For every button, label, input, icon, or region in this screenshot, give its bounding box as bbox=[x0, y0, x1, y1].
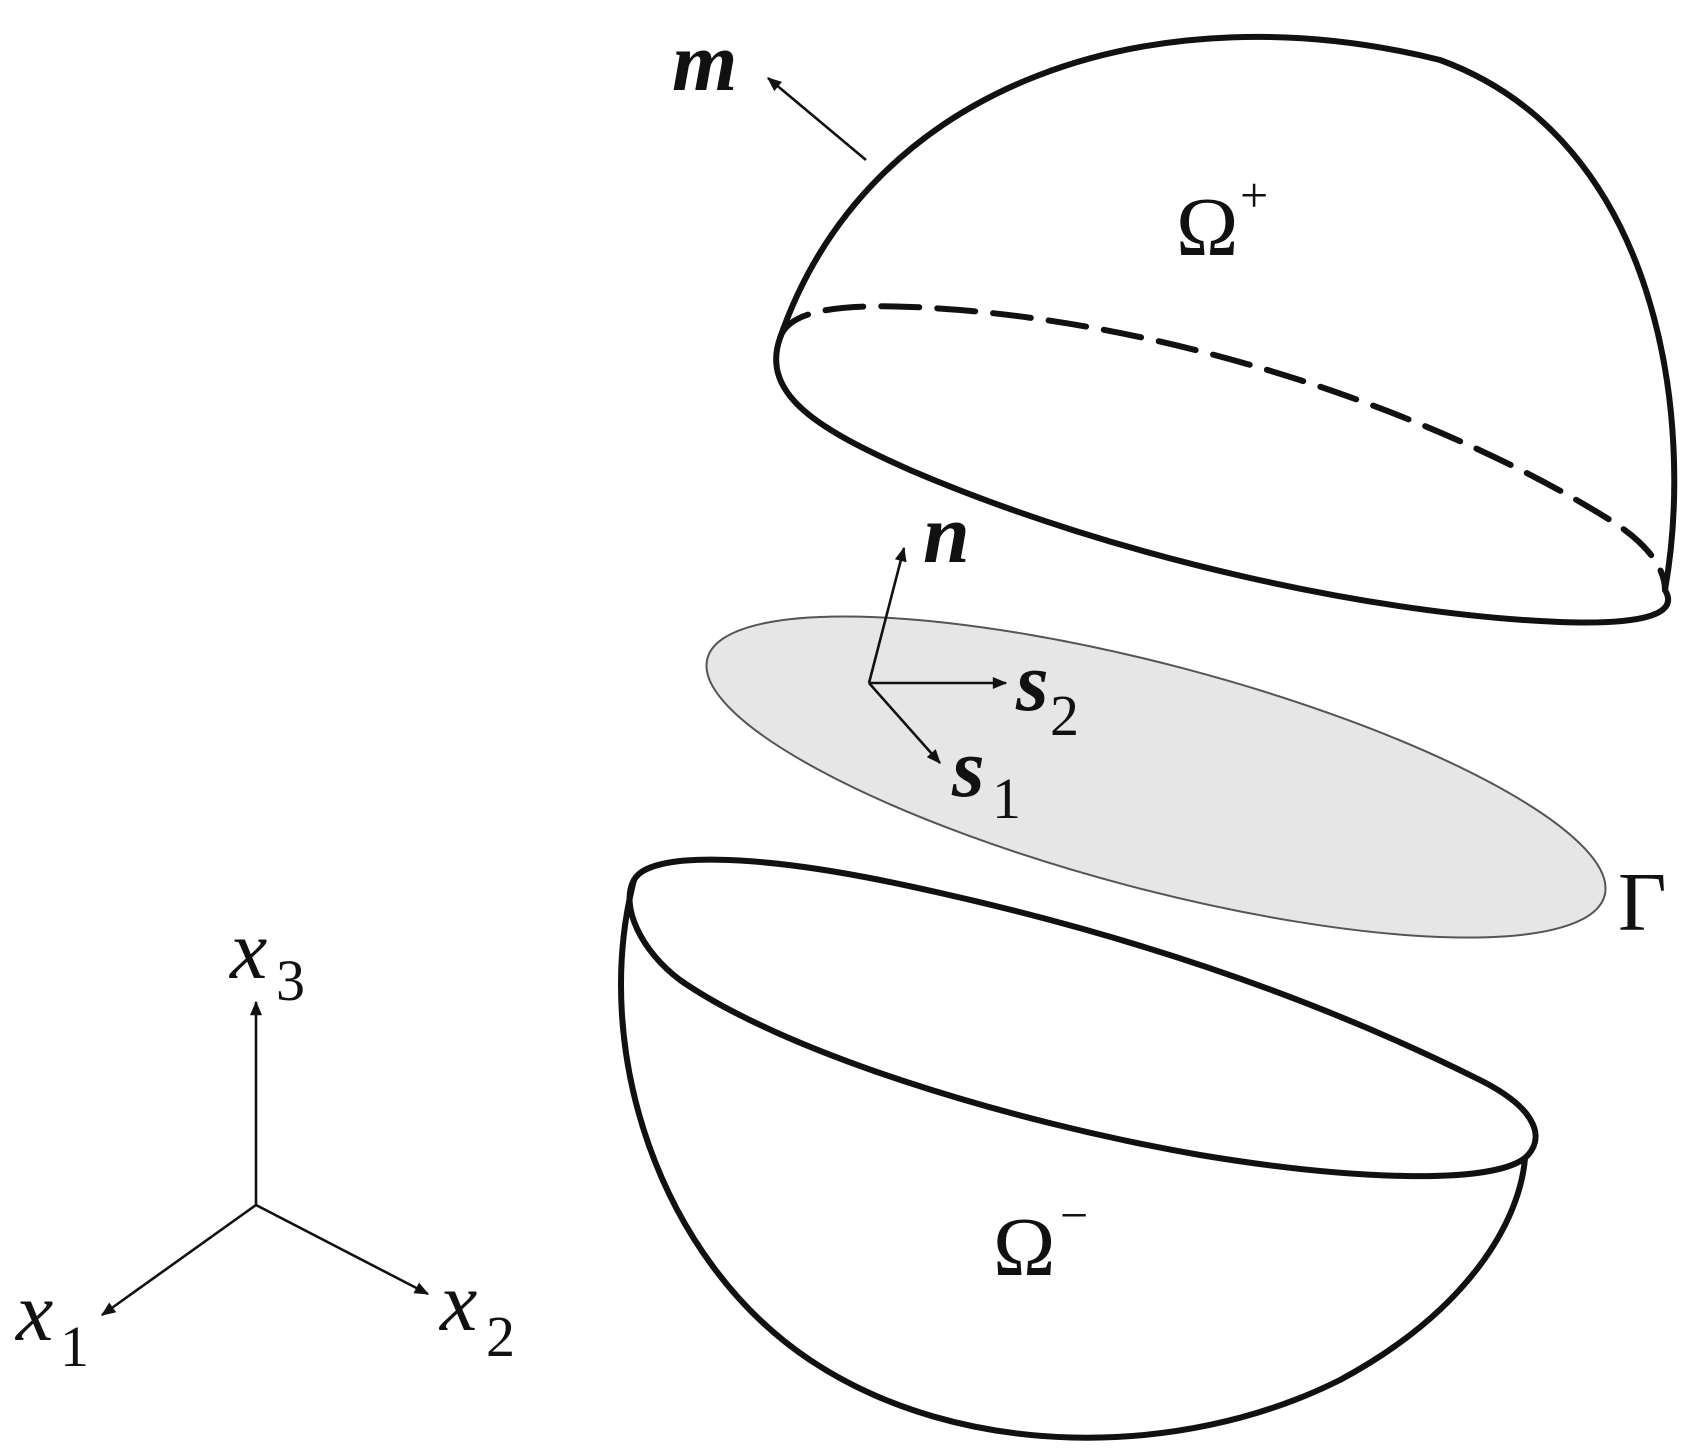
upper-rim-back-dashed bbox=[777, 303, 1668, 593]
label-omega-plus-sup: + bbox=[1240, 167, 1268, 223]
lower-hemisphere bbox=[618, 856, 1539, 1441]
normal-vector-n-arrow bbox=[867, 546, 907, 684]
label-s1: s bbox=[951, 722, 985, 815]
tangent-vector-s1-arrow bbox=[868, 682, 941, 764]
interface-surface-gamma bbox=[705, 615, 1607, 939]
lower-bowl-outline bbox=[618, 877, 1528, 1441]
label-s1-sub: 1 bbox=[992, 766, 1021, 831]
label-s2-sub: 2 bbox=[1050, 683, 1079, 748]
upper-hemisphere bbox=[773, 33, 1678, 626]
label-omega-minus-sup: − bbox=[1060, 1187, 1088, 1243]
label-x2: x bbox=[438, 1256, 477, 1349]
label-m: m bbox=[672, 16, 737, 109]
label-x2-sub: 2 bbox=[486, 1304, 515, 1369]
label-gamma: Γ bbox=[1618, 856, 1667, 949]
label-omega-minus: Ω bbox=[993, 1201, 1055, 1294]
local-frame bbox=[867, 546, 1008, 764]
upper-rim-front bbox=[773, 335, 1672, 626]
label-omega-plus: Ω bbox=[1176, 181, 1238, 274]
label-x1: x bbox=[14, 1266, 53, 1359]
normal-vector-m-arrow bbox=[767, 77, 867, 161]
upper-dome-outline bbox=[777, 33, 1678, 593]
axis-x1-arrow bbox=[101, 1203, 257, 1317]
label-x1-sub: 1 bbox=[60, 1314, 89, 1379]
axis-x2-arrow bbox=[255, 1203, 430, 1296]
label-x3-sub: 3 bbox=[276, 948, 305, 1013]
label-x3: x bbox=[228, 904, 267, 997]
label-s2: s bbox=[1015, 636, 1049, 729]
coordinate-axes bbox=[101, 1000, 430, 1317]
label-n: n bbox=[923, 488, 970, 581]
